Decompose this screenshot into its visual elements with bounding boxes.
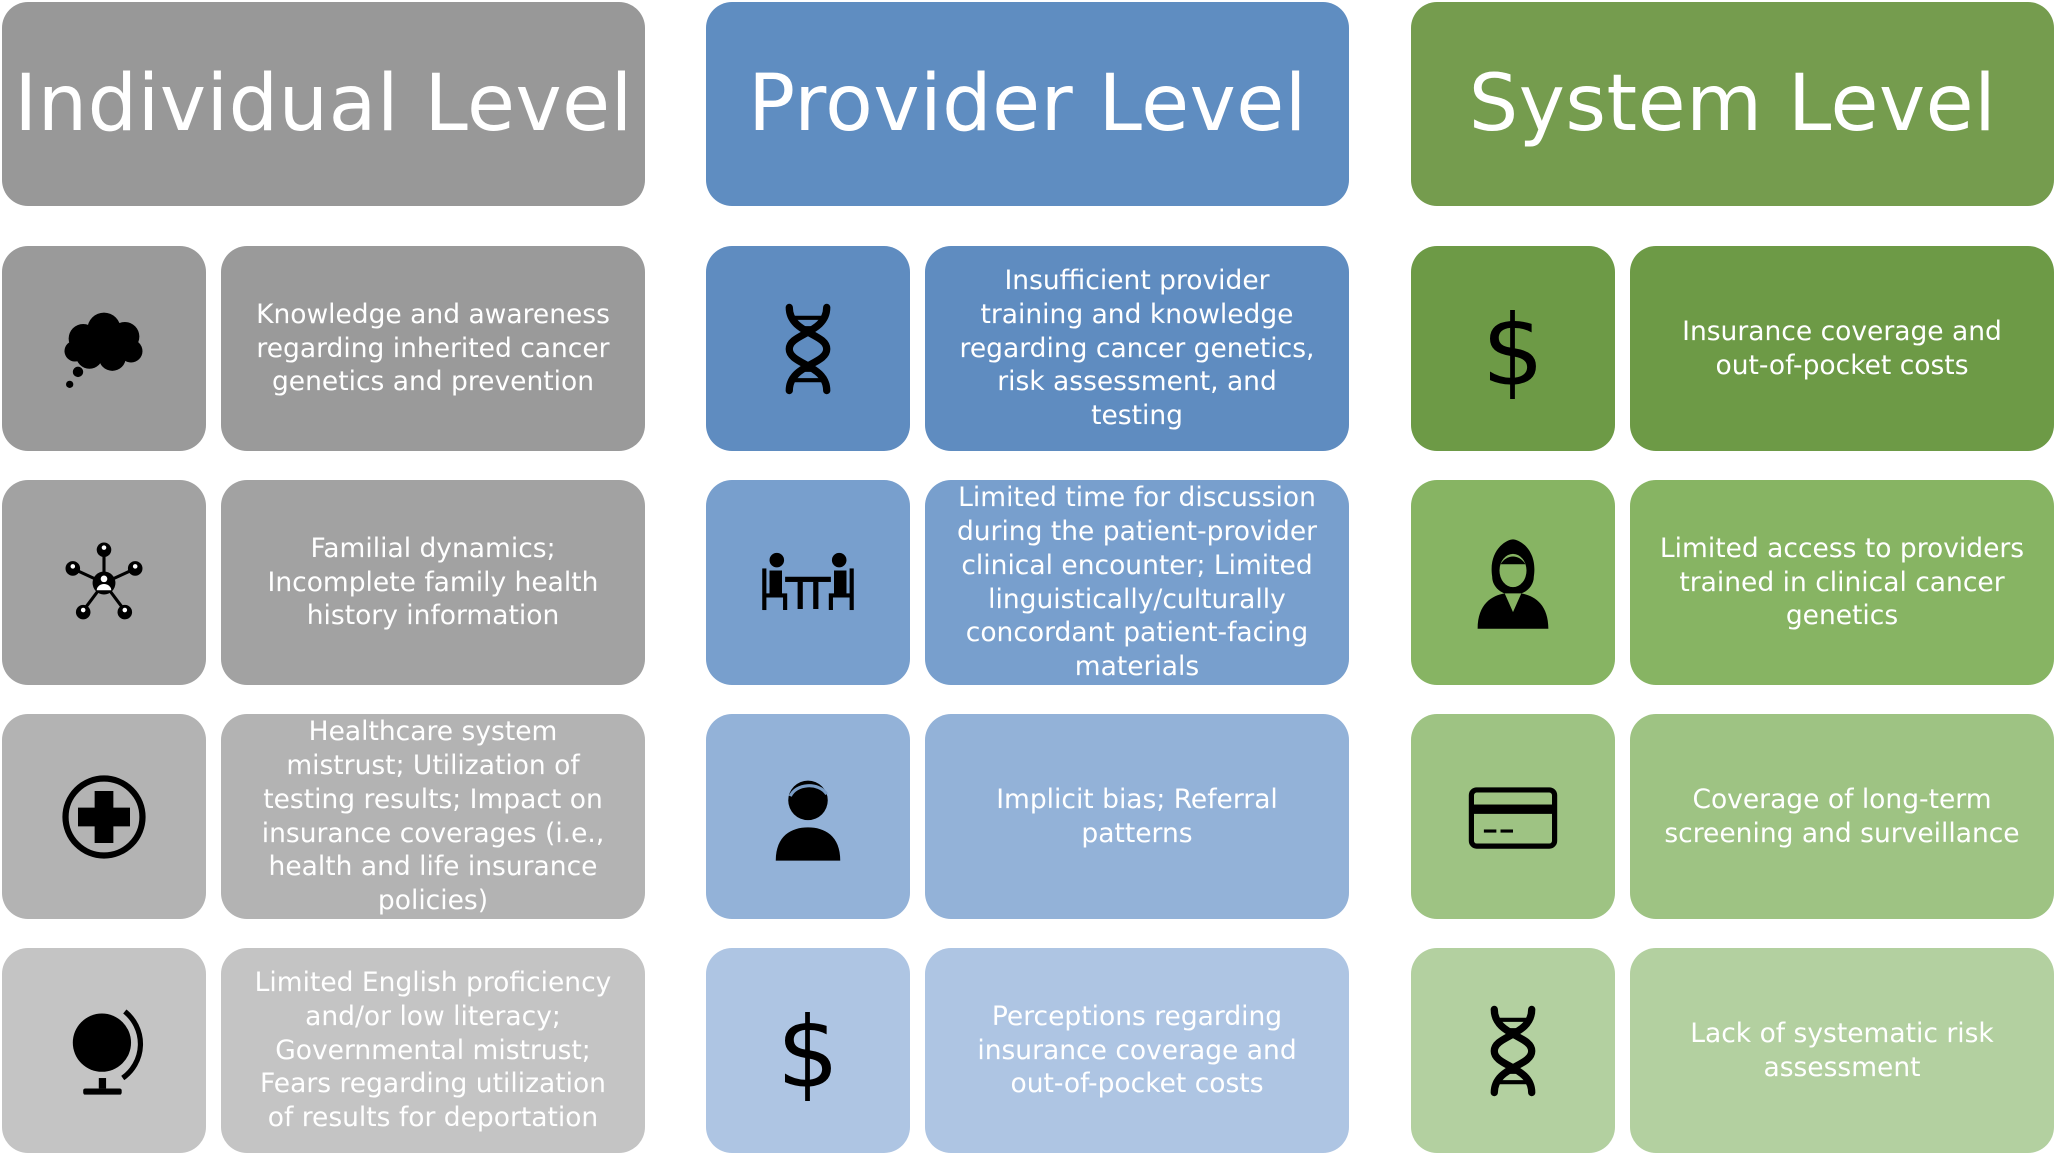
svg-text:$: $ [1482, 297, 1544, 401]
individual-row-2-icon-box [2, 480, 206, 685]
individual-row-1-text: Knowledge and awareness regarding inheri… [221, 246, 645, 451]
individual-level-header: Individual Level [2, 2, 645, 206]
provider-row-4-text: Perceptions regarding insurance coverage… [925, 948, 1349, 1153]
thought-bubble-icon [52, 297, 156, 401]
dna-icon [1461, 999, 1565, 1103]
provider-row-2-icon-box [706, 480, 910, 685]
family-network-icon [52, 531, 156, 635]
female-provider-icon [1461, 531, 1565, 635]
dollar-icon: $ [756, 999, 860, 1103]
individual-row-2-text: Familial dynamics; Incomplete family hea… [221, 480, 645, 685]
individual-row-3-text: Healthcare system mistrust; Utilization … [221, 714, 645, 919]
provider-row-4-icon-box: $ [706, 948, 910, 1153]
provider-row-1-icon-box [706, 246, 910, 451]
provider-row-1-text: Insufficient provider training and knowl… [925, 246, 1349, 451]
system-row-1-text: Insurance coverage and out-of-pocket cos… [1630, 246, 2054, 451]
person-icon [756, 765, 860, 869]
system-row-2-icon-box [1411, 480, 1615, 685]
system-row-4-text: Lack of systematic risk assessment [1630, 948, 2054, 1153]
system-row-2-text: Limited access to providers trained in c… [1630, 480, 2054, 685]
provider-level-header: Provider Level [706, 2, 1349, 206]
medical-cross-icon [52, 765, 156, 869]
provider-row-3-text: Implicit bias; Referral patterns [925, 714, 1349, 919]
globe-icon [52, 999, 156, 1103]
dna-icon [756, 297, 860, 401]
provider-row-2-text: Limited time for discussion during the p… [925, 480, 1349, 685]
system-row-4-icon-box [1411, 948, 1615, 1153]
individual-row-3-icon-box [2, 714, 206, 919]
consultation-icon [756, 531, 860, 635]
individual-row-1-icon-box [2, 246, 206, 451]
svg-text:$: $ [777, 999, 839, 1103]
dollar-icon: $ [1461, 297, 1565, 401]
individual-row-4-text: Limited English proficiency and/or low l… [221, 948, 645, 1153]
system-level-header: System Level [1411, 2, 2054, 206]
provider-row-3-icon-box [706, 714, 910, 919]
system-row-3-text: Coverage of long-term screening and surv… [1630, 714, 2054, 919]
system-row-3-icon-box [1411, 714, 1615, 919]
individual-row-4-icon-box [2, 948, 206, 1153]
credit-card-icon [1461, 765, 1565, 869]
system-row-1-icon-box: $ [1411, 246, 1615, 451]
